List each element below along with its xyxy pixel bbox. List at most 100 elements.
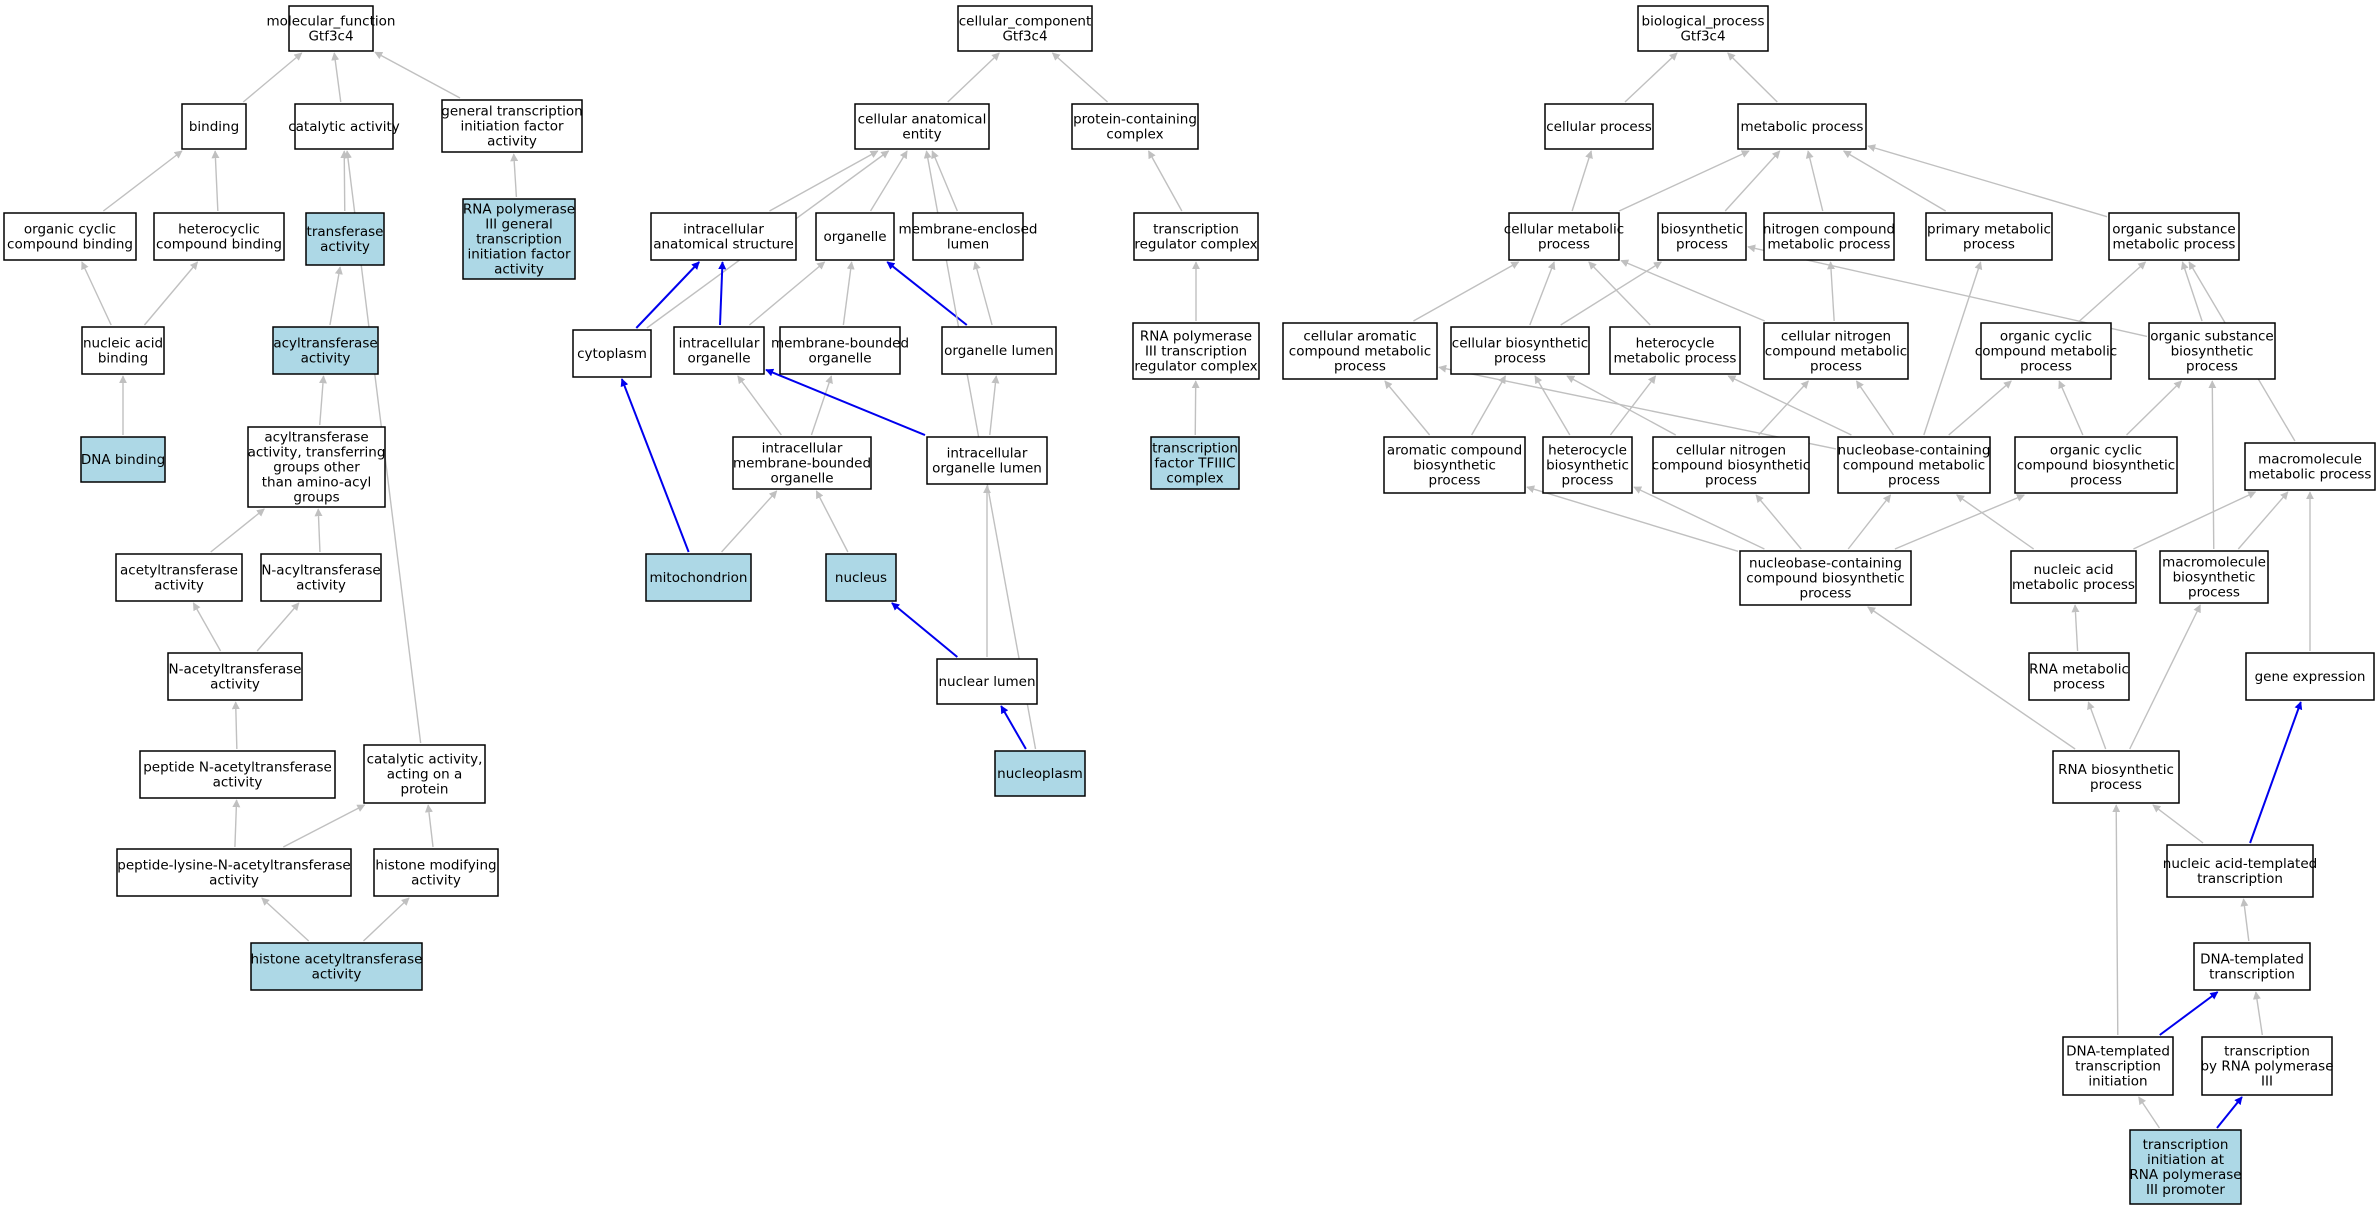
go-term-node-binding[interactable]: binding [181,103,247,150]
node-label-line: III transcription [1145,344,1247,360]
node-label-line: lumen [947,237,989,253]
go-term-node-dnab[interactable]: DNA binding [80,436,166,483]
edge-hbp-to-cbp-is-a [1534,375,1571,436]
go-term-node-ge[interactable]: gene expression [2245,652,2375,701]
node-label-line: biosynthetic [1546,458,1629,474]
node-label-line: cellular nitrogen [1676,443,1786,459]
go-term-node-nucleoplasm[interactable]: nucleoplasm [994,750,1086,797]
edge-occbp-to-osbp-is-a [2126,380,2183,436]
go-term-node-catalytic[interactable]: catalytic activity [288,103,400,150]
node-box [115,553,243,602]
go-term-node-peplys[interactable]: peptide-lysine-N-acetyltransferaseactivi… [116,848,352,897]
edge-mp-to-bp-is-a [1727,52,1778,103]
go-term-node-cp[interactable]: cellular process [1544,103,1654,150]
edge-acetyltr-to-acyl_other-is-a [210,508,265,553]
node-label-line: biosynthetic [1413,458,1496,474]
node-label-line: organic substance [2150,329,2273,345]
edge-hat-to-peplys-is-a [261,897,310,942]
node-label-line: process [2188,585,2240,601]
node-label-line: RNA metabolic [2029,662,2129,678]
node-label-line: gene expression [2255,669,2366,685]
edge-io-to-ias-part-of [718,261,727,326]
go-term-node-cytoplasm[interactable]: cytoplasm [572,329,652,378]
edge-osmp-to-mp-is-a [1867,144,2108,218]
node-label-line: transcription [1153,222,1239,238]
go-term-node-mito[interactable]: mitochondrion [645,553,752,602]
go-term-node-nuclum[interactable]: nuclear lumen [936,658,1038,705]
edge-rnap3gtif-to-gtifa-is-a [510,153,519,198]
node-label-line: initiation at [2147,1152,2224,1168]
edge-transferase-to-catalytic-is-a [340,150,349,212]
go-term-node-mp[interactable]: metabolic process [1737,103,1867,150]
go-term-node-ol[interactable]: organelle lumen [941,326,1057,375]
node-box [81,326,165,375]
node-box [1132,322,1260,380]
go-term-node-nucleus[interactable]: nucleus [825,553,897,602]
edge-hbp-to-hmp-is-a [1609,375,1657,436]
go-term-node-organelle[interactable]: organelle [815,212,895,261]
node-label-line: DNA-templated [2200,952,2304,968]
node-box [373,848,499,897]
edge-natt-to-ge-part-of [2249,701,2303,844]
edge-rnabp-to-nbcbp-is-a [1867,606,2076,750]
edge-macrobp-to-macromp-is-a [2237,491,2289,550]
node-box [294,103,394,150]
